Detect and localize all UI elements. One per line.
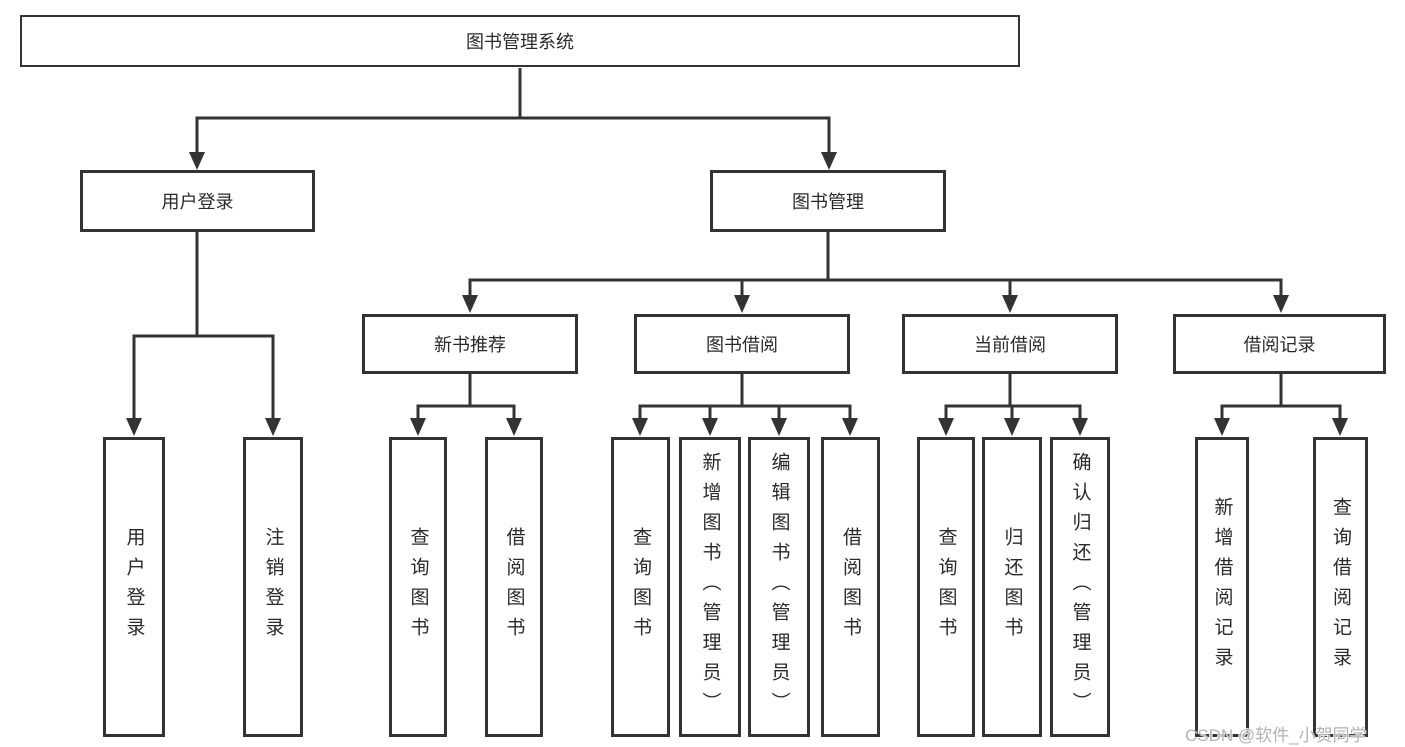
node-current-borrowing-label: 当前借阅 xyxy=(974,335,1046,355)
leaf-user-login-label: 用户登录 xyxy=(123,527,145,647)
leaf-logout: 注销登录 xyxy=(243,437,303,737)
leaf-borrowing-add-books-admin-label: 新增图书（管理员） xyxy=(699,452,721,722)
node-borrowing-records-label: 借阅记录 xyxy=(1243,335,1316,355)
leaf-recommend-borrow-books-label: 借阅图书 xyxy=(503,527,525,647)
node-root-system: 图书管理系统 xyxy=(20,15,1020,67)
leaf-current-return-books-label: 归还图书 xyxy=(1001,527,1023,647)
node-new-book-recommend: 新书推荐 xyxy=(362,314,578,374)
leaf-current-query-books-label: 查询图书 xyxy=(935,527,957,647)
leaf-borrowing-edit-books-admin: 编辑图书（管理员） xyxy=(748,437,810,737)
leaf-recommend-query-books-label: 查询图书 xyxy=(407,527,429,647)
leaf-current-query-books: 查询图书 xyxy=(917,437,975,737)
connector-lines xyxy=(132,68,1342,420)
leaf-borrowing-borrow-books-label: 借阅图书 xyxy=(840,527,861,647)
leaf-logout-label: 注销登录 xyxy=(262,527,284,647)
leaf-current-confirm-return-admin: 确认归还（管理员） xyxy=(1050,437,1110,737)
leaf-records-add-record-label: 新增借阅记录 xyxy=(1211,497,1233,677)
leaf-current-return-books: 归还图书 xyxy=(982,437,1042,737)
leaf-recommend-query-books: 查询图书 xyxy=(389,437,447,737)
leaf-borrowing-edit-books-admin-label: 编辑图书（管理员） xyxy=(768,452,790,722)
csdn-watermark: CSDN @软件_小贺同学 xyxy=(1185,726,1367,745)
node-book-management: 图书管理 xyxy=(710,170,946,232)
leaf-recommend-borrow-books: 借阅图书 xyxy=(485,437,543,737)
node-borrowing-records: 借阅记录 xyxy=(1173,314,1386,374)
leaf-borrowing-borrow-books: 借阅图书 xyxy=(821,437,880,737)
node-book-management-label: 图书管理 xyxy=(792,192,864,212)
leaf-records-query-record: 查询借阅记录 xyxy=(1313,437,1368,737)
node-book-borrowing-label: 图书借阅 xyxy=(706,335,778,355)
node-book-borrowing: 图书借阅 xyxy=(634,314,850,374)
node-new-book-recommend-label: 新书推荐 xyxy=(434,335,506,355)
leaf-records-add-record: 新增借阅记录 xyxy=(1195,437,1249,737)
leaf-borrowing-add-books-admin: 新增图书（管理员） xyxy=(679,437,741,737)
node-user-login: 用户登录 xyxy=(80,170,315,232)
leaf-records-query-record-label: 查询借阅记录 xyxy=(1330,497,1351,677)
node-current-borrowing: 当前借阅 xyxy=(902,314,1118,374)
leaf-borrowing-query-books-label: 查询图书 xyxy=(630,527,651,647)
node-user-login-label: 用户登录 xyxy=(161,192,234,212)
node-root-label: 图书管理系统 xyxy=(466,32,574,52)
leaf-user-login: 用户登录 xyxy=(103,437,165,737)
leaf-current-confirm-return-admin-label: 确认归还（管理员） xyxy=(1069,452,1091,722)
leaf-borrowing-query-books: 查询图书 xyxy=(611,437,670,737)
